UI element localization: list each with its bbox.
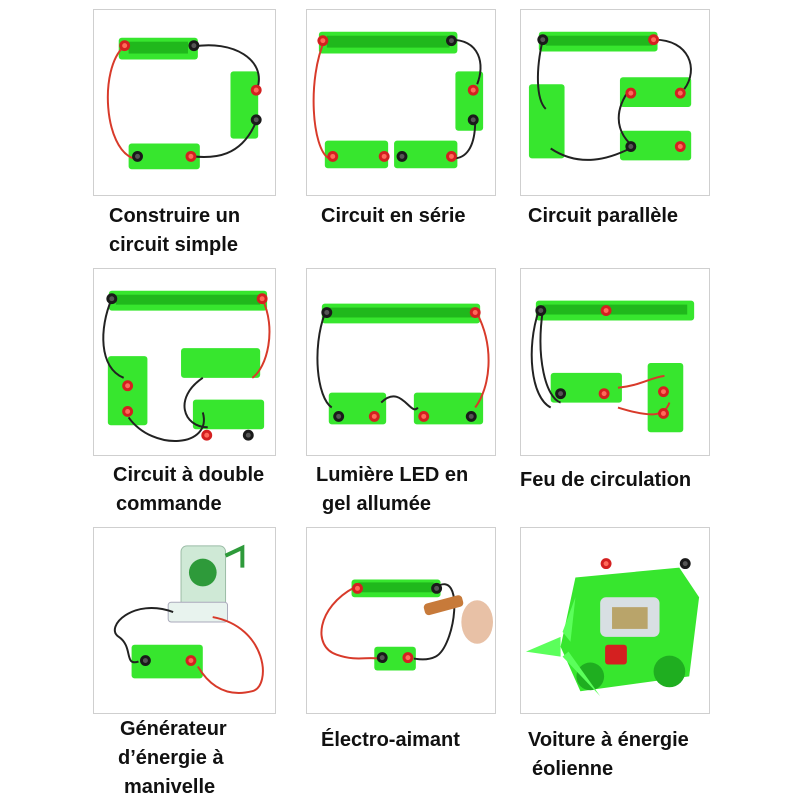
caption-line: Voiture à énergie (528, 729, 689, 751)
caption-line: commande (116, 493, 222, 515)
led-gel-photo (316, 303, 490, 425)
parallel-circuit-photo (528, 31, 692, 161)
panel-electromagnet (306, 527, 496, 714)
panel-traffic-light (520, 268, 710, 456)
caption-line: Circuit parallèle (528, 205, 679, 227)
caption-line: circuit simple (109, 234, 238, 256)
caption-line: Électro-aimant (321, 729, 460, 751)
caption-line: Construire un (109, 205, 241, 227)
panel-simple-circuit (93, 9, 276, 196)
caption-line: gel allumée (322, 493, 431, 515)
traffic-light-photo (530, 300, 695, 433)
panel-crank-generator (93, 527, 276, 714)
caption-traffic-light: Feu de circulation (520, 466, 691, 495)
crank-generator-photo (113, 544, 264, 694)
caption-line: Générateur (120, 718, 227, 740)
double-control-photo (102, 290, 271, 442)
switch-board (128, 143, 200, 170)
caption-line: éolienne (532, 758, 614, 780)
red-wire (106, 45, 134, 160)
caption-parallel-circuit: Circuit parallèle (528, 202, 678, 231)
bulb-board (230, 71, 259, 139)
caption-crank-generator: Générateur d’énergie à manivelle (118, 715, 227, 802)
electromagnet-photo (320, 579, 494, 671)
panel-parallel-circuit (520, 9, 710, 196)
caption-wind-car: Voiture à énergie éolienne (528, 726, 689, 784)
caption-line: Circuit à double (113, 464, 265, 486)
panel-wind-car (520, 527, 710, 714)
caption-led-gel: Lumière LED en gel allumée (316, 461, 468, 519)
panel-series-circuit (306, 9, 496, 196)
caption-line: d’énergie à (118, 747, 224, 769)
caption-line: Lumière LED en (316, 464, 469, 486)
series-circuit-photo (312, 31, 484, 169)
caption-line: Circuit en série (321, 205, 466, 227)
caption-series-circuit: Circuit en série (321, 202, 466, 231)
panel-double-control (93, 268, 276, 456)
caption-line: Feu de circulation (520, 469, 692, 491)
caption-electromagnet: Électro-aimant (321, 726, 460, 755)
wind-car-photo (525, 558, 700, 697)
caption-line: manivelle (124, 776, 216, 798)
caption-simple-circuit: Construire un circuit simple (109, 202, 240, 260)
simple-circuit-photo (106, 37, 262, 170)
caption-double-control: Circuit à double commande (113, 461, 264, 519)
black-wire (192, 44, 260, 90)
panel-led-gel (306, 268, 496, 456)
